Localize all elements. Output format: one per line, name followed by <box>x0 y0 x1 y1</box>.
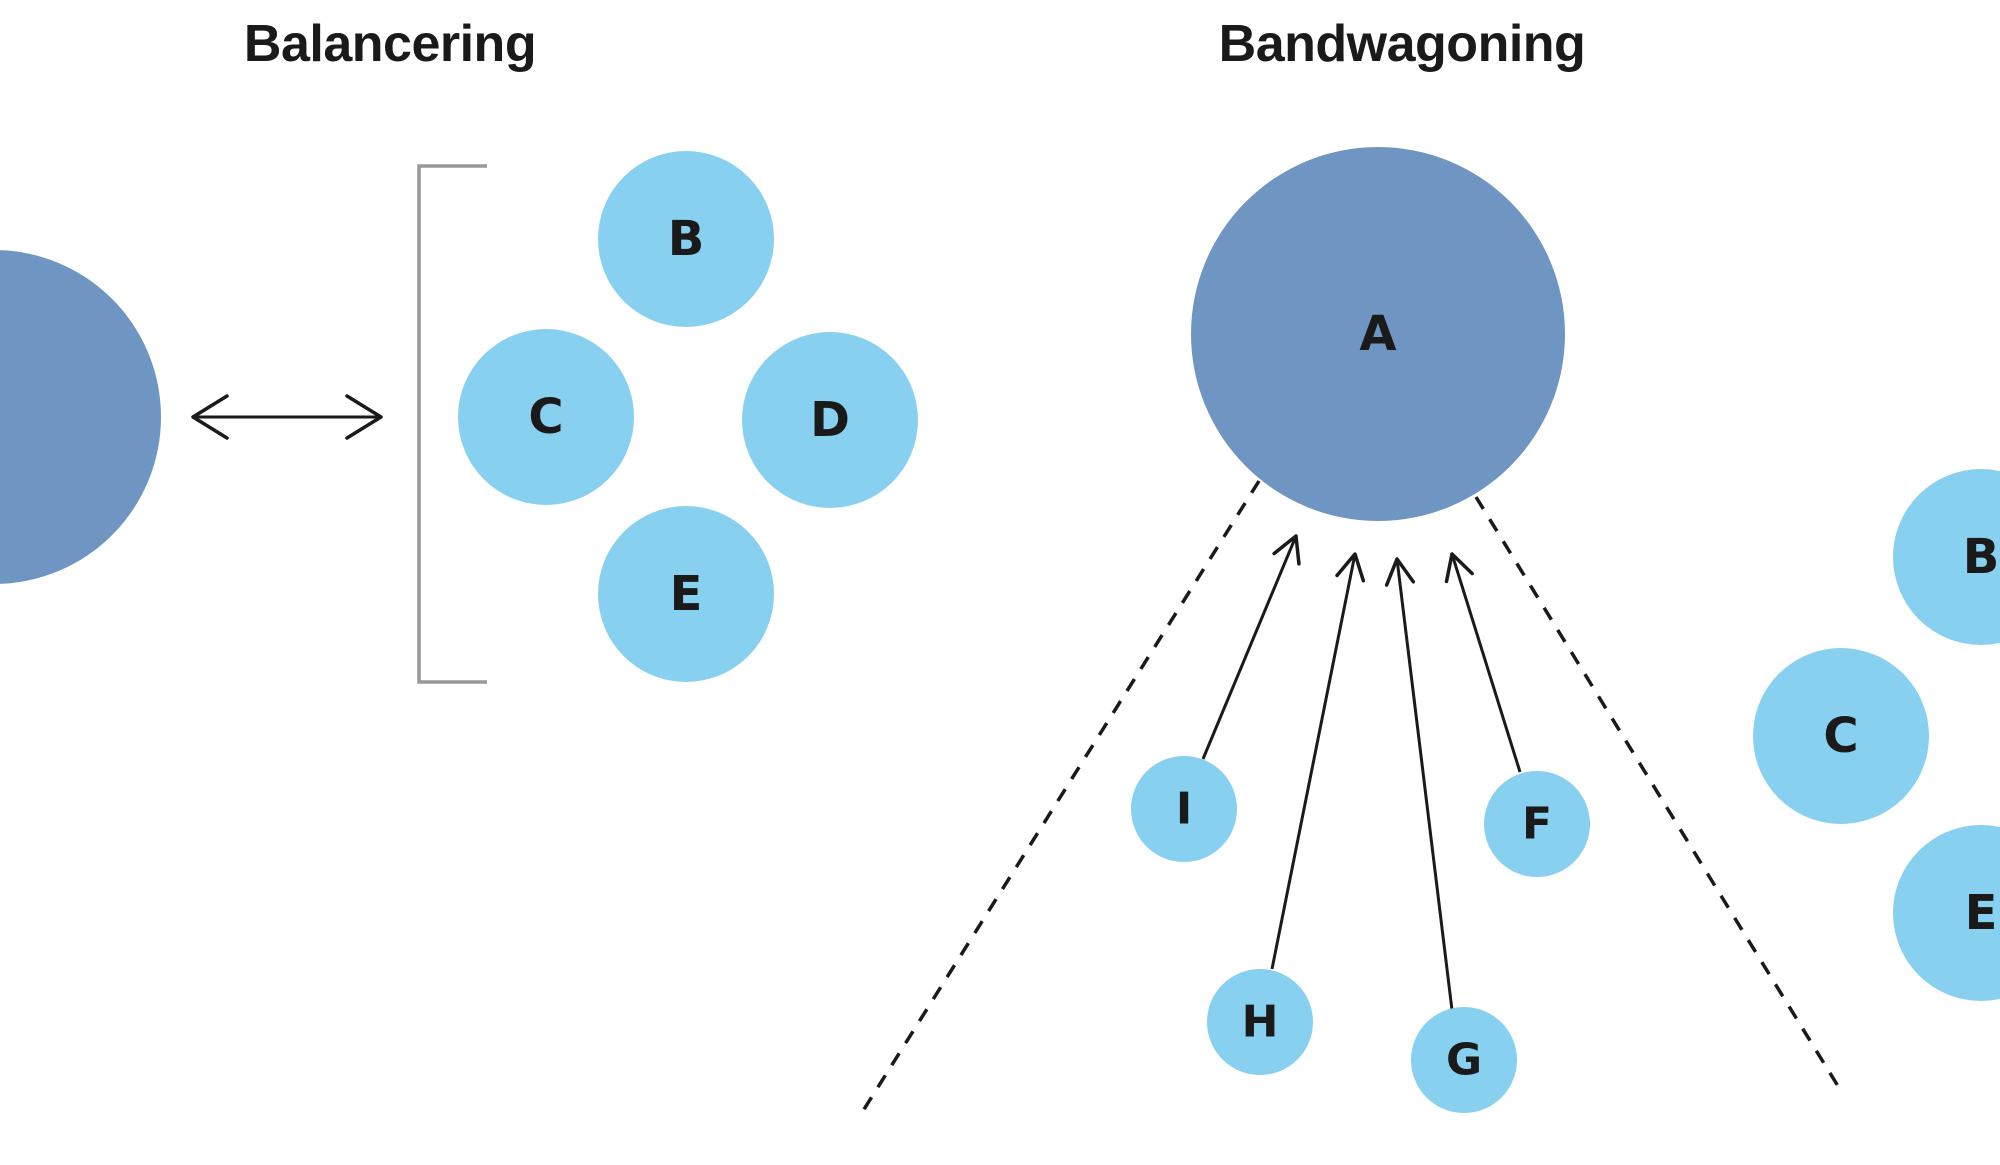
arrow-shaft <box>1270 553 1357 970</box>
arrow-i-to-a <box>1201 534 1301 760</box>
outside-node-e: E <box>1893 825 2000 1001</box>
major-power-node: A <box>1191 147 1565 521</box>
outside-node-c-label: C <box>1823 708 1858 764</box>
coalition-node-b: B <box>598 151 774 327</box>
coalition-node-d-circle <box>742 332 918 508</box>
title-balancing: Balancering <box>244 15 536 73</box>
outside-group: B C E <box>1753 469 2000 1001</box>
cone-boundary-right <box>1474 496 1843 1092</box>
arrow-shaft <box>1201 535 1298 760</box>
major-power-node-circle <box>1191 147 1565 521</box>
follower-node-i: I <box>1131 756 1237 862</box>
coalition-node-c-circle <box>458 329 634 505</box>
arrowhead <box>1444 552 1474 584</box>
arrow-g-to-a <box>1384 557 1454 1011</box>
follower-node-i-circle <box>1131 756 1237 862</box>
major-power-circle <box>0 250 161 584</box>
major-power-a: A <box>1191 147 1565 521</box>
follower-group: I H G F <box>1131 756 1590 1113</box>
arrow-h-to-a <box>1270 552 1366 970</box>
balancing-panel: B C D E <box>0 151 918 684</box>
coalition-bracket <box>417 164 487 684</box>
arrowhead-left <box>191 394 229 440</box>
major-power-node-label: A <box>1359 306 1396 362</box>
arrowhead-right <box>345 394 383 440</box>
coalition-node-c: C <box>458 329 634 505</box>
cone-boundary-left <box>859 480 1261 1115</box>
arrowhead <box>1272 534 1301 566</box>
outside-node-b-circle <box>1893 469 2000 645</box>
follower-node-f: F <box>1484 771 1590 877</box>
coalition-node-e-circle <box>598 506 774 682</box>
coalition-node-e: E <box>598 506 774 682</box>
follower-arrows <box>1201 534 1522 1011</box>
coalition-node-c-label: C <box>528 389 563 445</box>
follower-node-h-circle <box>1207 969 1313 1075</box>
follower-node-g: G <box>1411 1007 1517 1113</box>
arrow-shaft <box>1450 553 1522 773</box>
follower-node-g-label: G <box>1446 1035 1482 1086</box>
follower-node-f-label: F <box>1522 799 1552 850</box>
outside-node-b-label: B <box>1963 529 2000 585</box>
coalition-node-e-label: E <box>670 566 703 622</box>
bandwagoning-panel: A I H G F B C E <box>859 147 2000 1115</box>
coalition-node-b-label: B <box>668 211 705 267</box>
arrow-shaft <box>1395 558 1454 1011</box>
outside-node-e-circle <box>1893 825 2000 1001</box>
follower-node-g-circle <box>1411 1007 1517 1113</box>
arrow-f-to-a <box>1444 552 1522 773</box>
follower-node-h: H <box>1207 969 1313 1075</box>
arrowhead <box>1335 552 1366 583</box>
outside-node-e-label: E <box>1965 885 1998 941</box>
follower-node-i-label: I <box>1176 784 1192 835</box>
arrowhead <box>1384 557 1416 587</box>
coalition-node-b-circle <box>598 151 774 327</box>
outside-node-c: C <box>1753 648 1929 824</box>
outside-node-c-circle <box>1753 648 1929 824</box>
follower-node-f-circle <box>1484 771 1590 877</box>
title-bandwagoning: Bandwagoning <box>1219 15 1586 73</box>
double-arrow <box>191 394 383 440</box>
follower-node-h-label: H <box>1242 997 1279 1048</box>
coalition-node-d-label: D <box>810 392 850 448</box>
coalition-node-d: D <box>742 332 918 508</box>
outside-node-b: B <box>1893 469 2000 645</box>
coalition-group: B C D E <box>458 151 918 682</box>
